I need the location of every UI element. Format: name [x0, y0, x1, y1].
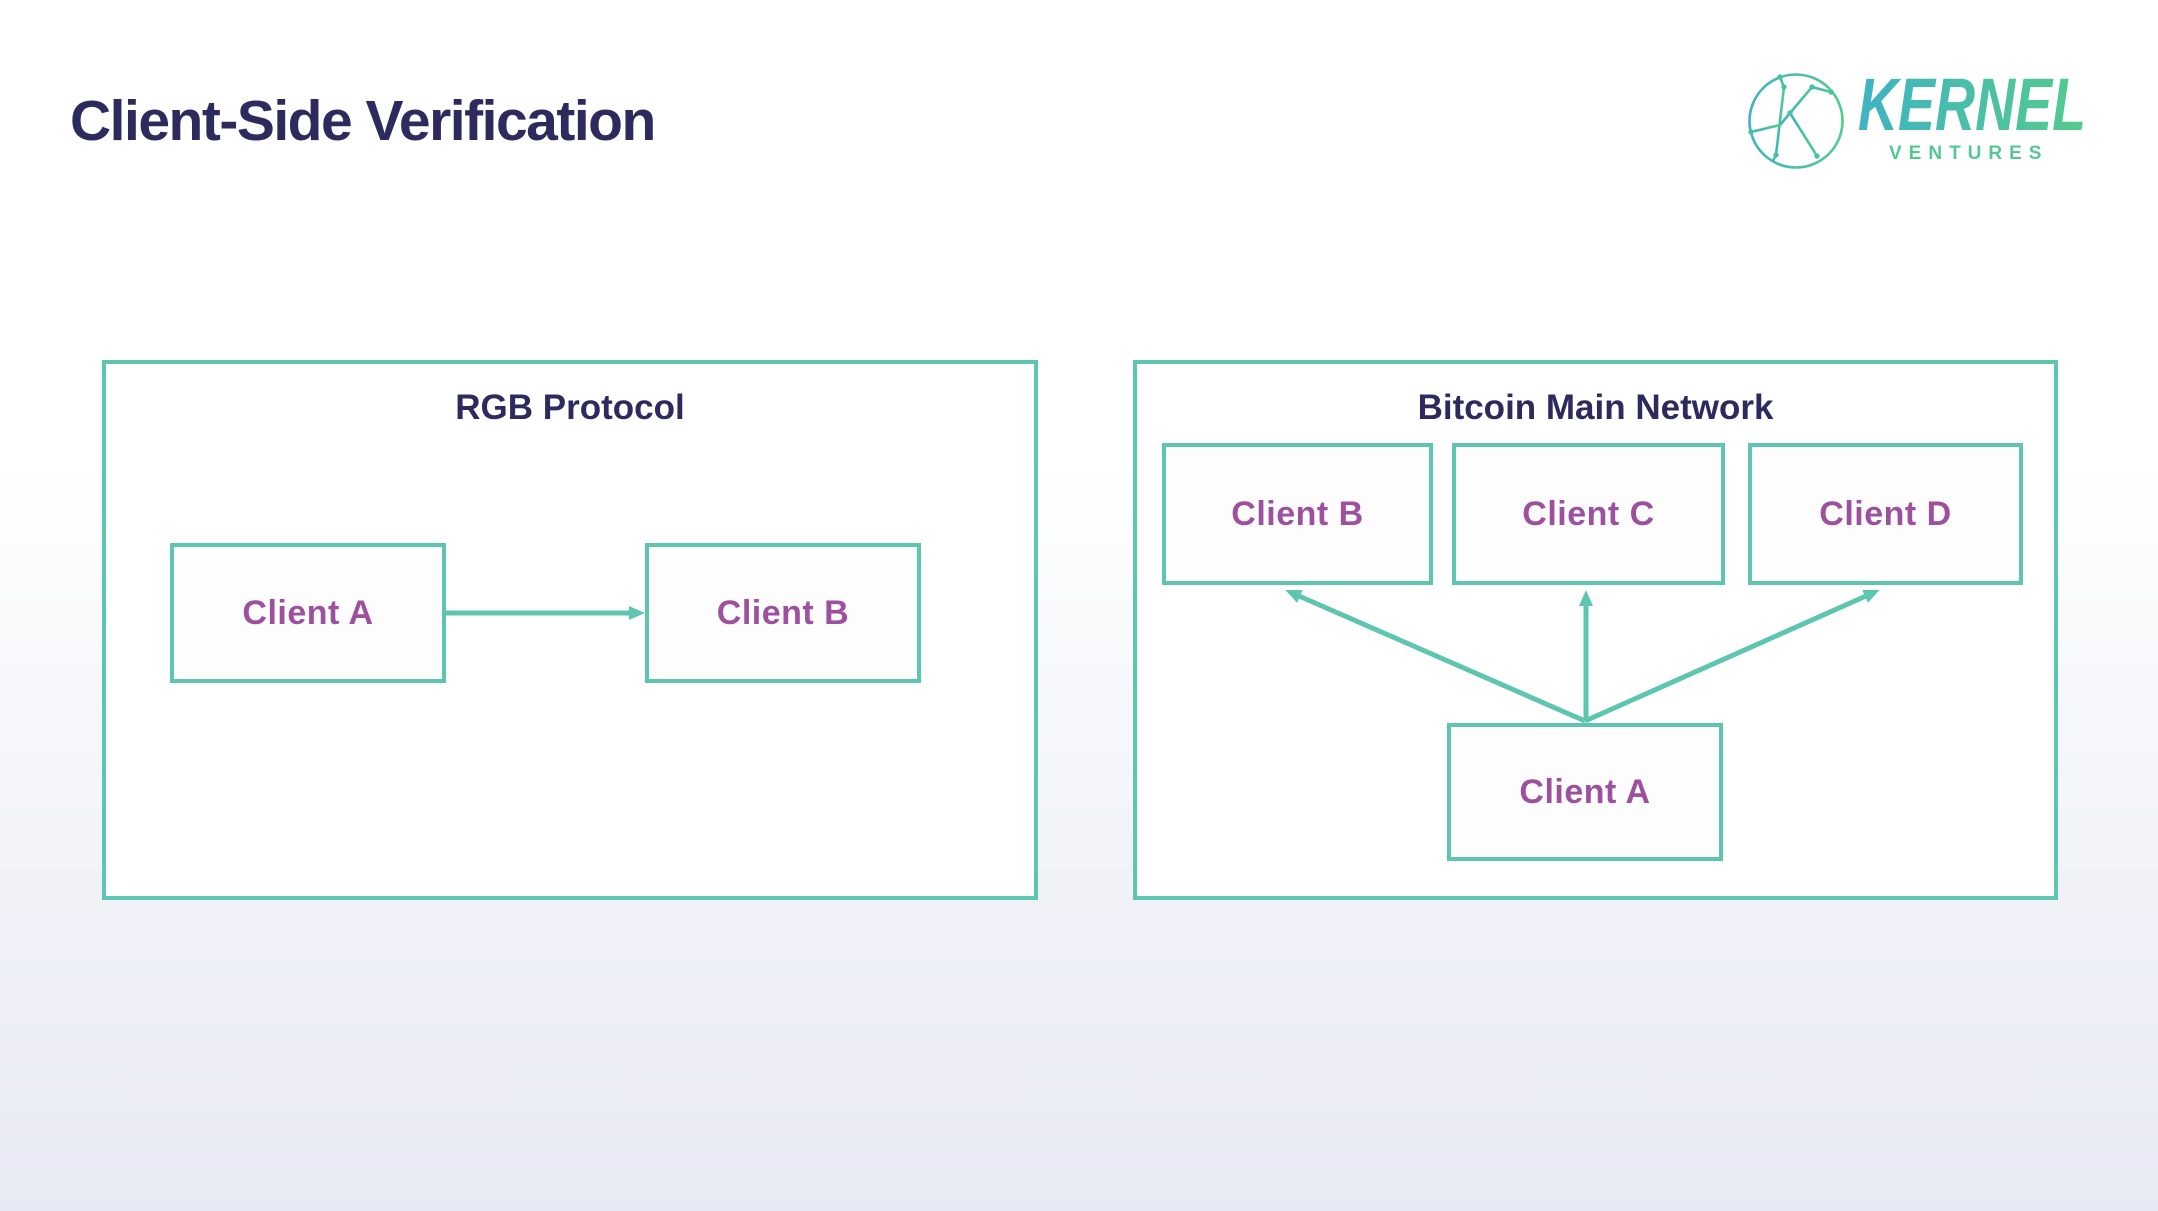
bitcoin-main-network-panel: Bitcoin Main Network Client B Client C C… — [1133, 360, 2058, 900]
node-label: Client B — [716, 593, 850, 632]
node-btc-client-c: Client C — [1452, 443, 1725, 585]
node-btc-client-b: Client B — [1162, 443, 1433, 585]
rgb-protocol-panel: RGB Protocol Client A Client B — [102, 360, 1038, 900]
kernel-ventures-logo: KERNEL VENTURES — [1747, 70, 2097, 175]
rgb-panel-title: RGB Protocol — [455, 388, 685, 427]
node-label: Client C — [1522, 494, 1655, 533]
node-label: Client A — [1519, 772, 1651, 811]
logo-brand-text: KERNEL — [1858, 74, 2086, 136]
node-label: Client A — [242, 593, 374, 632]
kernel-wordmark: KERNEL — [1858, 74, 2086, 136]
arrow-client-a-to-client-b — [1285, 589, 1587, 724]
btc-panel-title: Bitcoin Main Network — [1417, 388, 1774, 427]
node-btc-client-a: Client A — [1447, 723, 1723, 861]
node-label: Client D — [1819, 494, 1952, 533]
node-rgb-client-a: Client A — [170, 543, 446, 683]
kernel-logo-icon — [1748, 73, 1844, 169]
logo-subtext: VENTURES — [1889, 143, 2049, 164]
node-btc-client-d: Client D — [1748, 443, 2023, 585]
node-label: Client B — [1231, 494, 1364, 533]
node-rgb-client-b: Client B — [645, 543, 921, 683]
arrow-client-a-to-client-d — [1583, 589, 1880, 724]
page-title: Client-Side Verification — [70, 89, 656, 153]
